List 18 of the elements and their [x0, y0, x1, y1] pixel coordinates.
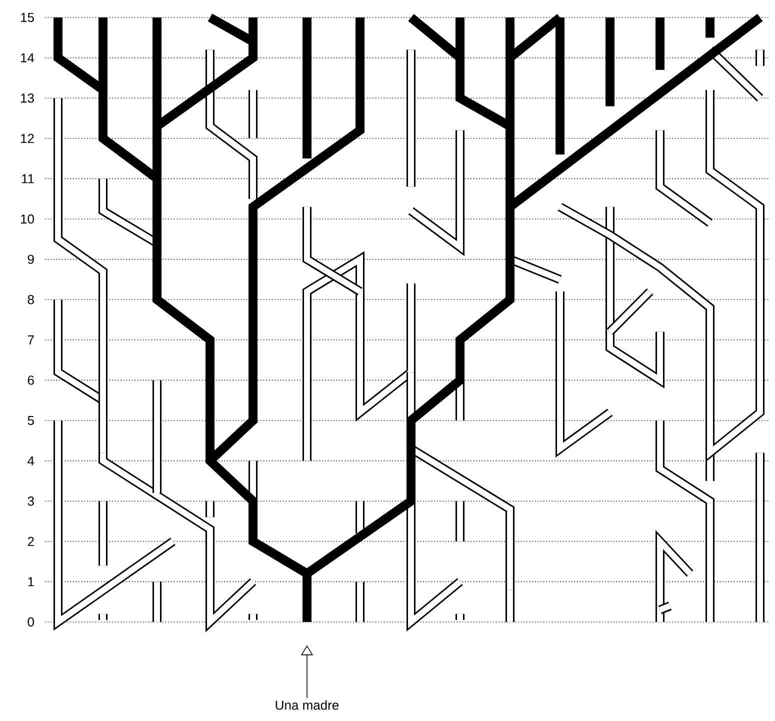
axis-tick-label: 8 — [28, 295, 34, 304]
axis-tick-label: 11 — [22, 174, 34, 184]
axis-tick-label: 1 — [28, 577, 34, 586]
axis-tick-label: 0 — [28, 617, 34, 627]
axis-tick-label: 6 — [28, 376, 34, 385]
axis-tick-label: 4 — [28, 456, 34, 466]
caption-text: Una madre — [276, 700, 339, 710]
axis-tick-label: 15 — [21, 12, 34, 22]
axis-tick-label: 2 — [28, 536, 34, 546]
axis-tick-label: 13 — [21, 94, 34, 103]
axis-tick-label: 12 — [21, 134, 34, 143]
axis-tick-label: 10 — [21, 214, 34, 224]
axis-tick-label: 7 — [28, 335, 34, 344]
axis-tick-label: 9 — [28, 254, 34, 264]
tree-drawing — [54, 14, 764, 632]
axis-tick-label: 5 — [28, 416, 34, 426]
axis-tick-label: 14 — [21, 53, 34, 62]
axis-tick-label: 3 — [28, 496, 34, 506]
